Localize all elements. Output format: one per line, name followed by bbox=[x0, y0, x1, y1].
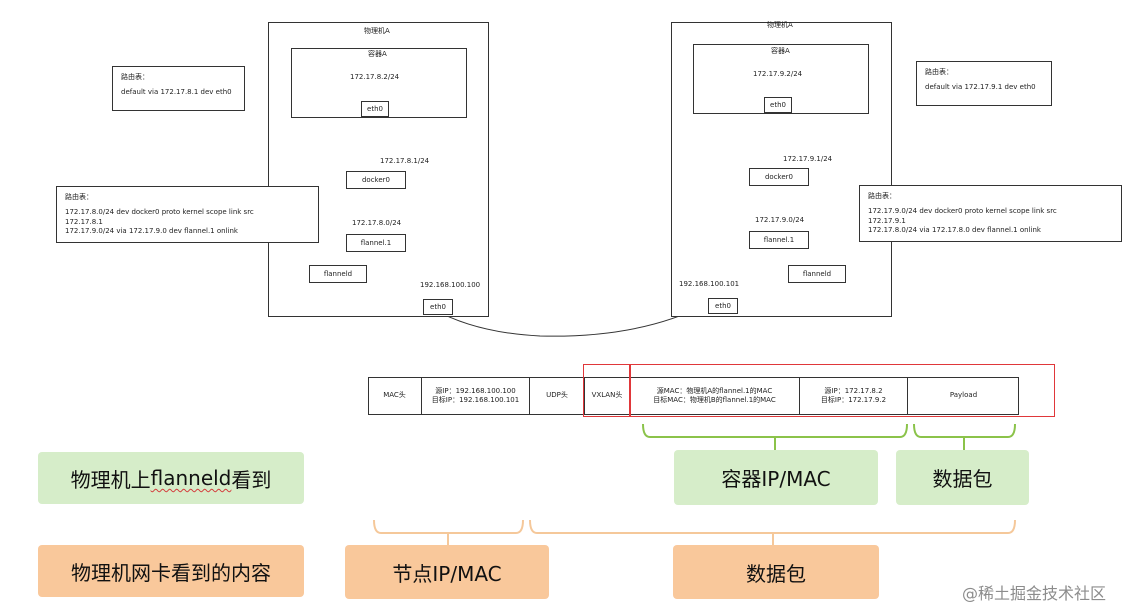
container-left-title: 容器A bbox=[368, 50, 387, 58]
data-packet-bottom-label: 数据包 bbox=[673, 545, 879, 599]
flannel-right-subnet: 172.17.9.0/24 bbox=[755, 216, 805, 224]
data-packet-top-label: 数据包 bbox=[896, 450, 1029, 505]
packet-udp-header: UDP头 bbox=[530, 377, 585, 415]
container-right-ip: 172.17.9.2/24 bbox=[753, 70, 803, 78]
watermark: @稀土掘金技术社区 bbox=[962, 584, 1107, 603]
packet-payload: Payload bbox=[949, 391, 978, 400]
flanneld-right: flanneld bbox=[788, 265, 846, 283]
container-left-eth0: eth0 bbox=[361, 101, 389, 117]
route-table-container-left: 路由表： default via 172.17.8.1 dev eth0 bbox=[112, 66, 245, 111]
host-right-title: 物理机A bbox=[767, 21, 793, 29]
docker0-right-ip: 172.17.9.1/24 bbox=[783, 155, 833, 163]
container-right-eth0: eth0 bbox=[764, 97, 792, 113]
route-table-container-right: 路由表： default via 172.17.9.1 dev eth0 bbox=[916, 61, 1052, 106]
container-ipmac-label: 容器IP/MAC bbox=[674, 450, 878, 505]
packet-outer-ip: 源IP：192.168.100.100 目标IP：192.168.100.101 bbox=[422, 377, 530, 415]
flanneld-left: flanneld bbox=[309, 265, 367, 283]
container-right-title: 容器A bbox=[771, 47, 790, 55]
highlight-vxlan bbox=[583, 364, 630, 417]
docker0-left-ip: 172.17.8.1/24 bbox=[380, 157, 430, 165]
route-table-host-right: 路由表： 172.17.9.0/24 dev docker0 proto ker… bbox=[859, 185, 1122, 242]
highlight-inner-frame bbox=[630, 364, 1055, 417]
nic-view-label: 物理机网卡看到的内容 bbox=[38, 545, 304, 597]
host-left-title: 物理机A bbox=[364, 27, 390, 35]
node-ipmac-label: 节点IP/MAC bbox=[345, 545, 549, 599]
flannel-left: flannel.1 bbox=[346, 234, 406, 252]
docker0-right: docker0 bbox=[749, 168, 809, 186]
packet-inner-mac: 源MAC：物理机A的flannel.1的MAC 目标MAC：物理机B的flann… bbox=[630, 377, 800, 415]
host-right-eth0: eth0 bbox=[708, 298, 738, 314]
container-left-ip: 172.17.8.2/24 bbox=[350, 73, 400, 81]
host-left-eth0: eth0 bbox=[423, 299, 453, 315]
packet-mac-header: MAC头 bbox=[368, 377, 422, 415]
packet-frame bbox=[368, 377, 1019, 415]
flannel-right: flannel.1 bbox=[749, 231, 809, 249]
packet-inner-ip: 源IP：172.17.8.2 目标IP：172.17.9.2 bbox=[800, 377, 908, 415]
flannel-left-subnet: 172.17.8.0/24 bbox=[352, 219, 402, 227]
route-table-host-left: 路由表： 172.17.8.0/24 dev docker0 proto ker… bbox=[56, 186, 319, 243]
docker0-left: docker0 bbox=[346, 171, 406, 189]
host-right-ip: 192.168.100.101 bbox=[679, 280, 740, 288]
host-left-ip: 192.168.100.100 bbox=[420, 281, 481, 289]
